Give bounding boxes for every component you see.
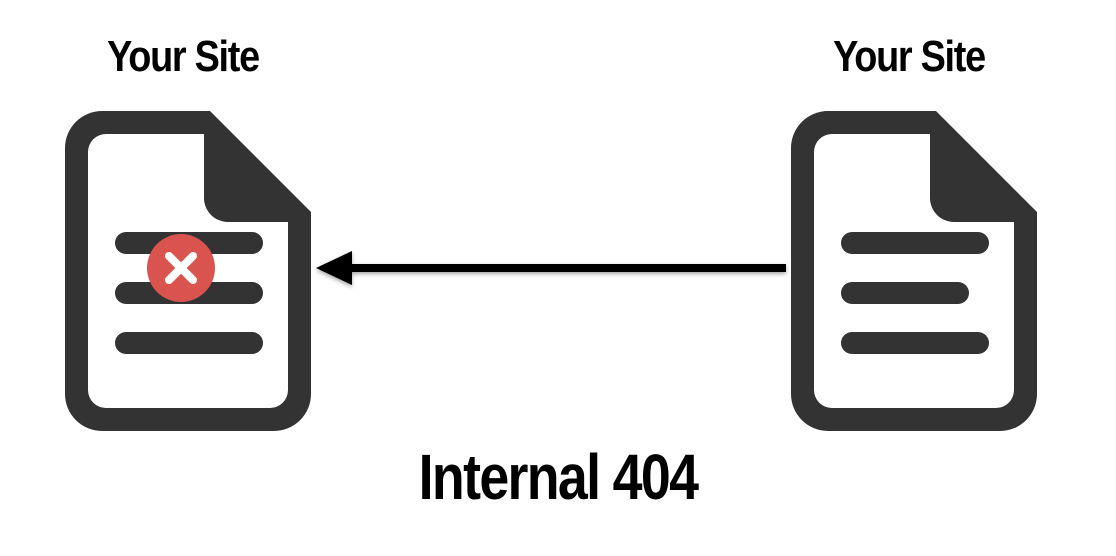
- diagram-caption: Internal 404: [418, 441, 699, 513]
- error-x-icon: [147, 234, 215, 302]
- broken-document-icon: [65, 111, 311, 431]
- left-site-label: Your Site: [107, 32, 260, 81]
- document-icon: [791, 111, 1037, 431]
- arrow-left-icon: [316, 251, 786, 285]
- right-site-label: Your Site: [833, 32, 986, 81]
